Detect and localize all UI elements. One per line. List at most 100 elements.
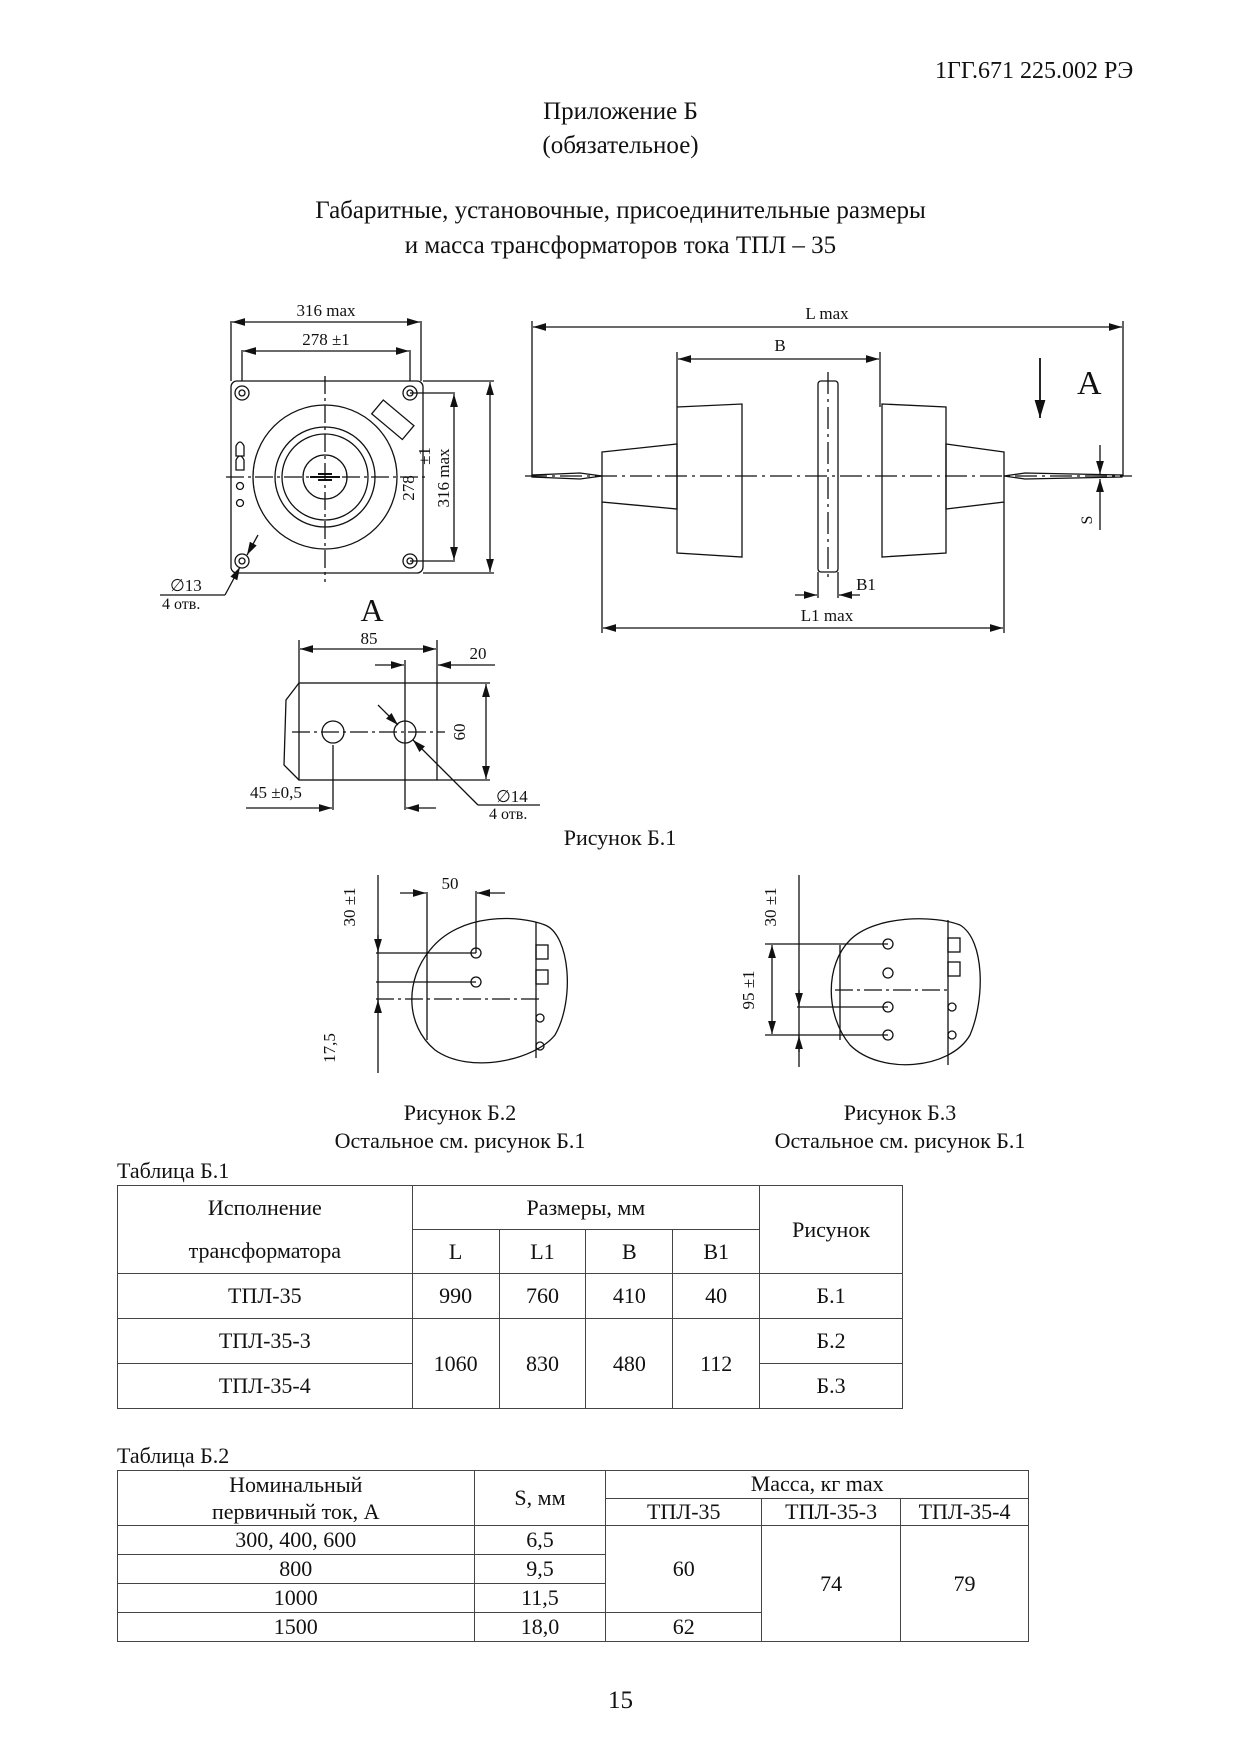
table-b1: Исполнение Размеры, мм Рисунок трансформ… <box>117 1185 903 1409</box>
side-view-dimensions: L max B B1 L1 max S A <box>774 304 1102 625</box>
cell-mass-tpl354: 79 <box>900 1525 1029 1642</box>
table-b2-header-s: S, мм <box>473 1470 607 1526</box>
cell-mass-tpl353: 74 <box>761 1525 902 1642</box>
cell-mass-tpl35: 62 <box>605 1612 763 1642</box>
cell-s: 11,5 <box>473 1583 607 1613</box>
dim-L-max: L max <box>805 304 849 323</box>
dim-20: 20 <box>470 644 487 663</box>
table-b2: Номинальный первичный ток, А S, мм Масса… <box>117 1470 1029 1642</box>
cell-current: 1000 <box>117 1583 475 1613</box>
cell-figure: Б.3 <box>759 1363 903 1409</box>
table-row: 300, 400, 600 6,5 60 74 79 <box>117 1525 1029 1642</box>
dim-316-max: 316 max <box>296 301 356 320</box>
cell-model: ТПЛ-35-3 <box>117 1318 413 1364</box>
figure-b3-dimensions: 30 ±1 95 ±1 <box>739 887 780 1009</box>
cell-mass-tpl35: 60 <box>605 1525 763 1613</box>
table-row: ТПЛ-35-4 Б.3 <box>117 1363 903 1409</box>
cell-s: 18,0 <box>473 1612 607 1642</box>
table-b1-header-figure: Рисунок <box>759 1185 903 1274</box>
cell-current: 1500 <box>117 1612 475 1642</box>
table-b2-header-mass: Масса, кг max <box>605 1470 1029 1499</box>
front-view-dimensions: 316 max 278 ±1 316 max 278 ±1 ∅13 4 отв. <box>162 301 453 613</box>
appendix-status: (обязательное) <box>542 132 699 159</box>
figure-b2-note: Остальное см. рисунок Б.1 <box>334 1128 586 1153</box>
dim-S: S <box>1079 516 1096 525</box>
cell-B: 480 <box>585 1318 674 1409</box>
heading-line-2: и масса трансформаторов тока ТПЛ – 35 <box>404 232 837 259</box>
dim-B: B <box>774 336 785 355</box>
table-b1-header-B1: B1 <box>672 1229 761 1274</box>
figure-b1-caption: Рисунок Б.1 <box>563 825 677 850</box>
figure-b2-caption: Рисунок Б.2 <box>403 1100 517 1125</box>
table-b2-header-current-l1: Номинальный <box>229 1472 363 1497</box>
cell-B: 410 <box>585 1273 674 1319</box>
dim-30-fig3: 30 ±1 <box>761 887 780 926</box>
table-b1-caption: Таблица Б.1 <box>117 1158 230 1183</box>
dim-30-fig2: 30 ±1 <box>340 887 359 926</box>
figure-b3-note: Остальное см. рисунок Б.1 <box>774 1128 1026 1153</box>
table-row: 1000 11,5 <box>117 1583 1029 1613</box>
cell-s: 6,5 <box>473 1525 607 1555</box>
table-b2-header-current-l2: первичный ток, А <box>212 1499 380 1524</box>
hole-count-4: 4 отв. <box>162 596 200 613</box>
figure-b2-drawing <box>374 875 568 1073</box>
table-b2-header-tpl35: ТПЛ-35 <box>605 1497 763 1526</box>
dim-316-max-vertical: 316 max <box>434 448 453 508</box>
view-a-dimensions: A 85 20 60 45 ±0,5 ∅14 4 отв. <box>250 592 528 823</box>
table-row: ТПЛ-35-3 1060 830 480 112 Б.2 <box>117 1318 903 1409</box>
cell-L: 1060 <box>411 1318 500 1409</box>
view-a <box>246 640 540 812</box>
table-b2-header-current: Номинальный первичный ток, А <box>117 1470 475 1526</box>
table-b1-header-L: L <box>411 1229 500 1274</box>
cell-s: 9,5 <box>473 1554 607 1584</box>
dim-L1-max: L1 max <box>801 606 854 625</box>
figure-b3-caption: Рисунок Б.3 <box>843 1100 957 1125</box>
table-row: ТПЛ-35 990 760 410 40 Б.1 <box>117 1273 903 1319</box>
side-view <box>525 321 1132 633</box>
dim-278-tolerance: ±1 <box>415 447 434 465</box>
dim-278: 278 ±1 <box>302 330 350 349</box>
cell-L: 990 <box>411 1273 500 1319</box>
drawing-area: 316 max 278 ±1 316 max 278 ±1 ∅13 4 отв. <box>160 301 1132 1073</box>
table-b2-caption: Таблица Б.2 <box>117 1443 230 1468</box>
table-row: 800 9,5 <box>117 1554 1029 1584</box>
cell-model: ТПЛ-35-4 <box>117 1363 413 1409</box>
table-b1-header-sizes: Размеры, мм <box>411 1185 761 1230</box>
dim-60: 60 <box>450 724 469 741</box>
view-a-label: A <box>360 592 383 628</box>
table-b2-header-tpl353: ТПЛ-35-3 <box>761 1497 902 1526</box>
cell-B1: 112 <box>672 1318 761 1409</box>
figure-b3-drawing <box>765 875 981 1067</box>
dim-45: 45 ±0,5 <box>250 783 302 802</box>
table-b1-header-col1-l1: Исполнение <box>117 1185 413 1230</box>
table-b2-header-tpl354: ТПЛ-35-4 <box>900 1497 1029 1526</box>
table-b1-header-L1: L1 <box>498 1229 587 1274</box>
dim-278-vertical: 278 <box>399 475 418 501</box>
heading-line-1: Габаритные, установочные, присоединитель… <box>315 197 926 224</box>
figure-b2-dimensions: 50 30 ±1 17,5 <box>320 874 459 1063</box>
cell-L1: 830 <box>498 1318 587 1409</box>
view-marker-a: A <box>1077 365 1102 402</box>
cell-B1: 40 <box>672 1273 761 1319</box>
hole-count-4-view-a: 4 отв. <box>489 806 527 823</box>
table-b1-header-col1-l2: трансформатора <box>117 1229 413 1274</box>
hole-diameter-13: ∅13 <box>170 576 202 595</box>
cell-figure: Б.2 <box>759 1318 903 1364</box>
dim-17-5: 17,5 <box>320 1033 339 1063</box>
table-row: 1500 18,0 62 <box>117 1612 1029 1642</box>
dim-50: 50 <box>442 874 459 893</box>
appendix-title: Приложение Б <box>543 98 698 125</box>
cell-figure: Б.1 <box>759 1273 903 1319</box>
table-b1-header-B: B <box>585 1229 674 1274</box>
cell-model: ТПЛ-35 <box>117 1273 413 1319</box>
cell-current: 300, 400, 600 <box>117 1525 475 1555</box>
dim-B1: B1 <box>856 575 876 594</box>
cell-L1: 760 <box>498 1273 587 1319</box>
hole-diameter-14: ∅14 <box>496 787 528 806</box>
cell-current: 800 <box>117 1554 475 1584</box>
dim-95: 95 ±1 <box>739 970 758 1009</box>
front-view <box>160 318 494 596</box>
dim-85: 85 <box>361 629 378 648</box>
document-code: 1ГГ.671 225.002 РЭ <box>935 58 1134 84</box>
page-number: 15 <box>608 1687 633 1714</box>
